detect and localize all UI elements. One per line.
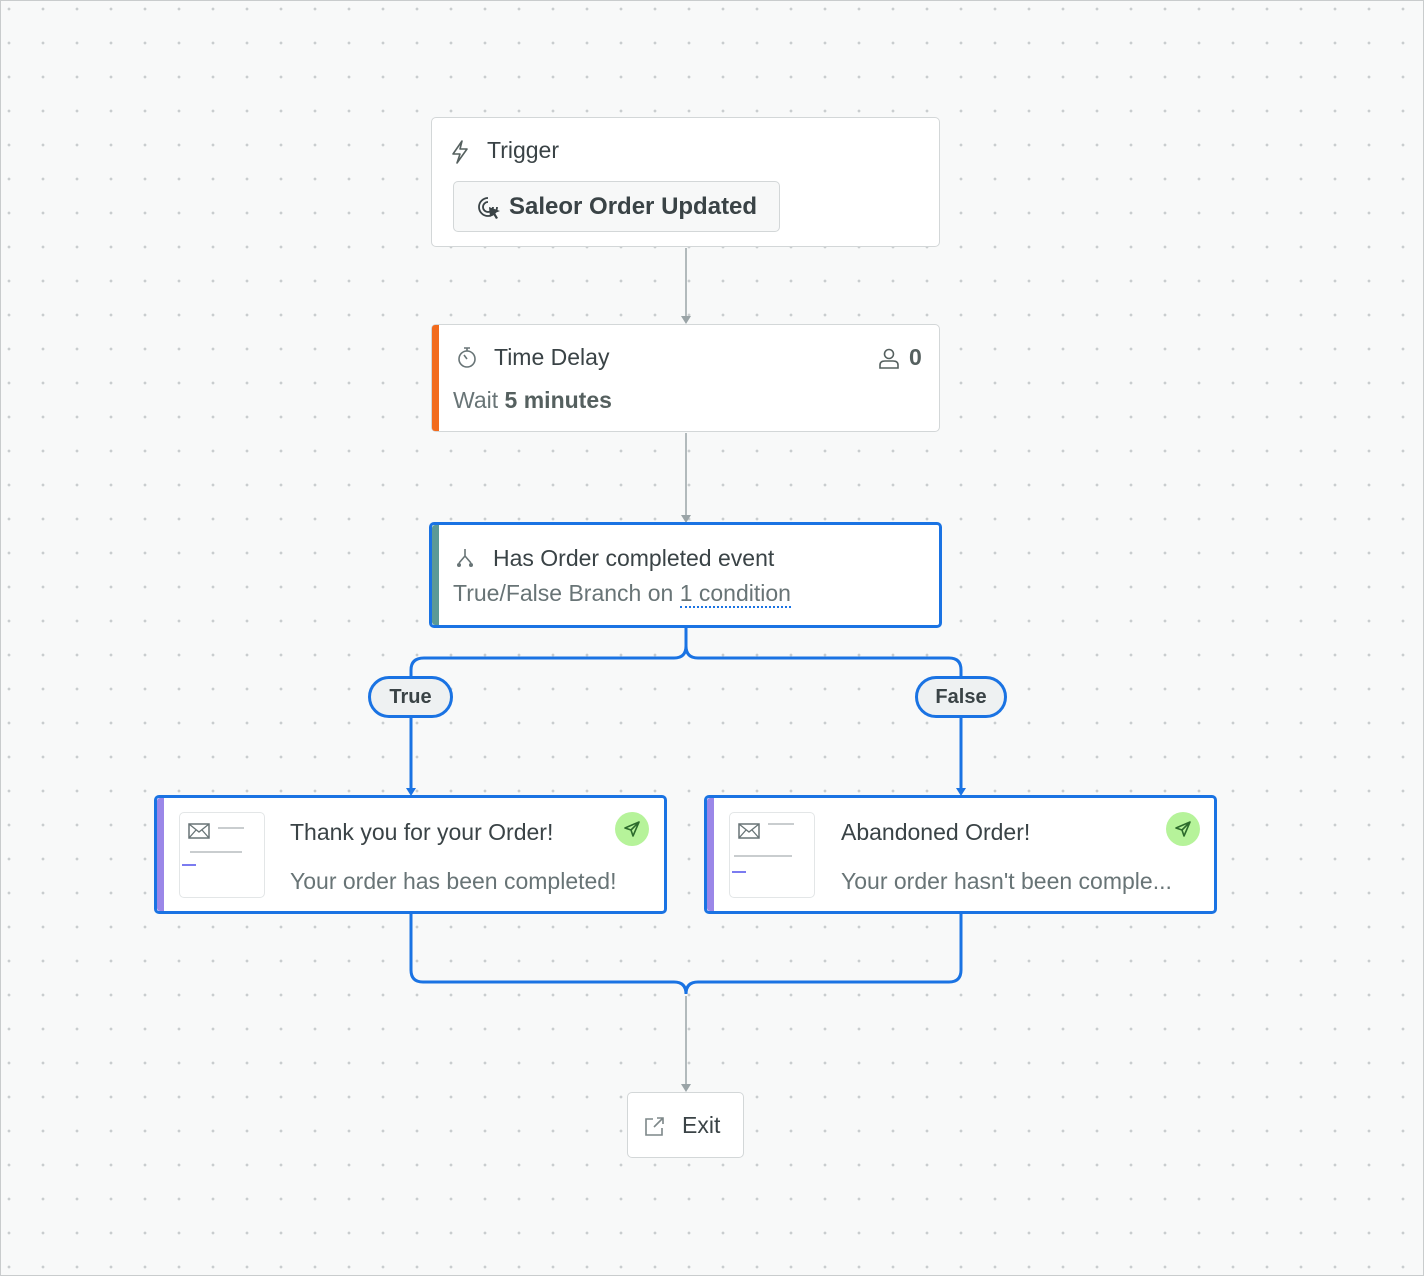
time-delay-node[interactable]: Time Delay 0 Wait 5 minutes (431, 324, 940, 432)
branch-label: Has Order completed event (493, 545, 775, 571)
email-preview-thumbnail[interactable] (729, 812, 815, 898)
email-subject: Your order hasn't been comple... (841, 868, 1172, 894)
true-branch-label[interactable]: True (368, 676, 453, 718)
envelope-icon (738, 823, 760, 839)
delay-accent-bar (432, 325, 439, 431)
email-subject: Your order has been completed! (290, 868, 617, 894)
false-branch-label[interactable]: False (915, 676, 1007, 718)
user-icon (879, 348, 899, 369)
email-preview-thumbnail[interactable] (179, 812, 265, 898)
trigger-node[interactable]: Trigger Saleor Order Updated (431, 117, 940, 247)
send-icon (1166, 812, 1200, 846)
wait-prefix: Wait (453, 387, 499, 413)
trigger-event-label: Saleor Order Updated (509, 193, 758, 220)
stopwatch-icon (458, 347, 476, 368)
branch-accent-bar (432, 525, 439, 625)
send-icon (615, 812, 649, 846)
email-title: Abandoned Order! (841, 819, 1031, 845)
trigger-event-button[interactable]: Saleor Order Updated (453, 181, 780, 232)
exit-node[interactable]: Exit (627, 1092, 744, 1158)
branch-icon (457, 549, 473, 567)
lightning-icon (452, 140, 468, 164)
cursor-click-icon (478, 197, 500, 219)
email-accent-bar (157, 798, 164, 911)
email-node[interactable]: Abandoned Order! Your order hasn't been … (704, 795, 1217, 914)
condition-node[interactable]: Has Order completed event True/False Bra… (429, 522, 942, 628)
trigger-label: Trigger (487, 137, 559, 163)
external-link-icon (645, 1117, 664, 1136)
condition-link[interactable]: 1 condition (679, 580, 791, 608)
branch-desc-prefix: True/False Branch on (453, 580, 674, 606)
envelope-icon (188, 823, 210, 839)
email-node[interactable]: Thank you for your Order! Your order has… (154, 795, 667, 914)
delay-wait: Wait 5 minutes (453, 387, 612, 414)
delay-count: 0 (909, 344, 922, 370)
delay-label: Time Delay (494, 344, 610, 370)
email-title: Thank you for your Order! (290, 819, 554, 845)
wait-value: 5 minutes (504, 387, 612, 413)
email-accent-bar (707, 798, 714, 911)
exit-label: Exit (682, 1112, 721, 1138)
branch-desc: True/False Branch on 1 condition (453, 580, 791, 608)
